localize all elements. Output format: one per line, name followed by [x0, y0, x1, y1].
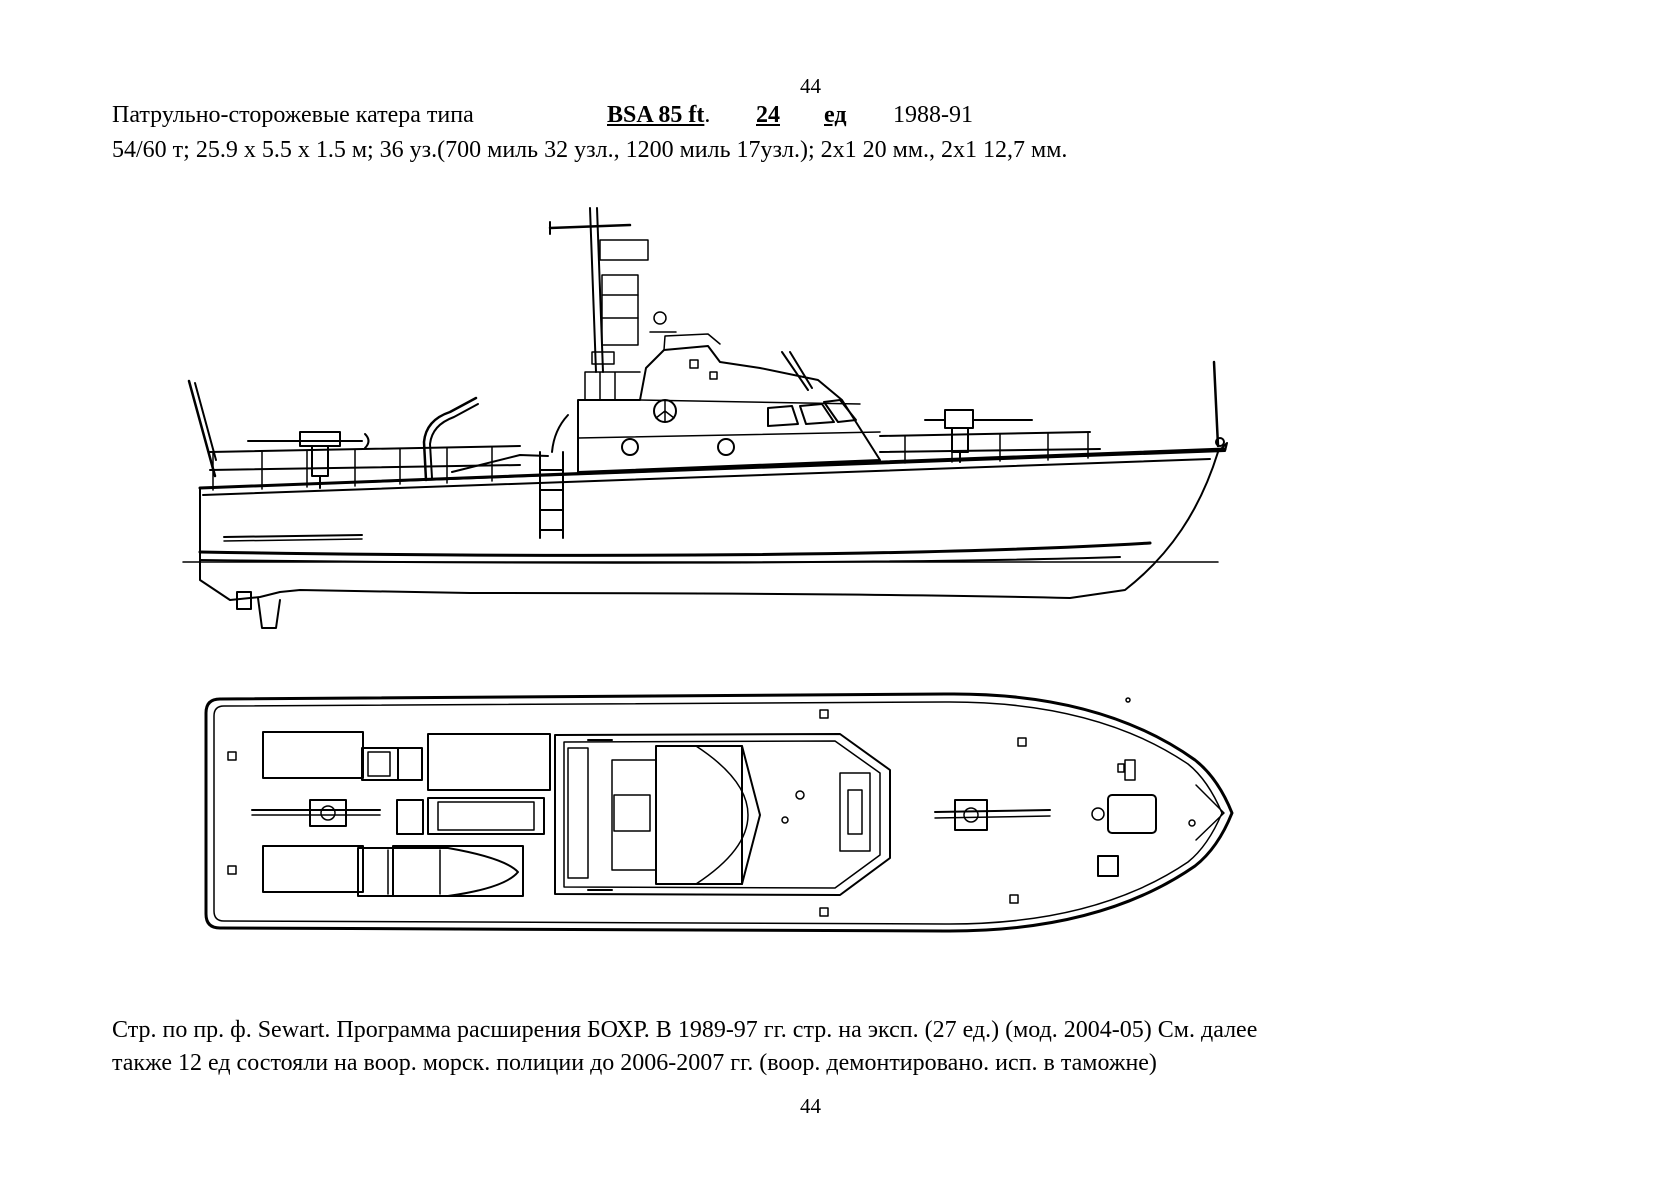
forward-gun-plan — [935, 800, 1050, 830]
bridge-window — [768, 406, 798, 426]
header-type-label: Патрульно-сторожевые катера типа — [112, 102, 474, 128]
forward-gun-mount — [925, 410, 1032, 462]
aft-hatch — [263, 732, 363, 778]
mid-hatch — [393, 846, 523, 896]
vent — [1098, 856, 1118, 876]
header-model: BSA 85 ft. — [607, 101, 710, 129]
boarding-ladder — [540, 415, 568, 538]
porthole — [718, 439, 734, 455]
aft-gun-plan — [252, 800, 380, 826]
superstructure — [578, 346, 880, 472]
footer-line-1: Стр. по пр. ф. Sewart. Программа расшире… — [112, 1017, 1258, 1043]
sheer-line — [203, 459, 1210, 495]
deck-outline — [206, 694, 1232, 931]
deck-boat — [452, 455, 548, 472]
skeg — [258, 598, 280, 628]
rubbing-strake — [224, 535, 362, 537]
superstructure-plan — [555, 734, 890, 895]
deck-edge — [200, 449, 1225, 488]
boot-top-stripe — [200, 543, 1150, 555]
page-number-bottom: 44 — [800, 1094, 821, 1118]
header-count: 24 — [756, 102, 780, 128]
bridge-window — [800, 404, 834, 424]
page-number-top: 44 — [800, 74, 821, 98]
mid-hatch — [428, 734, 550, 790]
bridge-window — [824, 400, 856, 422]
bollards — [228, 710, 1026, 916]
forward-hatch — [1108, 795, 1156, 833]
header-model-name: BSA 85 ft — [607, 102, 705, 128]
forward-railing — [880, 432, 1100, 452]
hull-outline — [200, 443, 1227, 600]
plan-view-drawing — [206, 694, 1232, 931]
locker — [397, 800, 423, 834]
mast — [550, 208, 676, 372]
header-model-suffix: . — [704, 102, 711, 128]
side-profile-drawing — [183, 208, 1227, 628]
rudder — [237, 592, 251, 609]
aft-gun-mount — [248, 432, 369, 488]
header-unit: ед — [824, 102, 847, 128]
footer-line-2: также 12 ед состояли на воор. морск. пол… — [112, 1050, 1157, 1076]
davit — [424, 398, 476, 480]
stern-flagpole — [189, 381, 215, 476]
boot-top-lower — [200, 557, 1120, 563]
header-years: 1988-91 — [893, 102, 973, 128]
specs-line: 54/60 т; 25.9 x 5.5 x 1.5 м; 36 уз.(700 … — [112, 137, 1068, 163]
small-boat — [358, 848, 518, 896]
porthole — [622, 439, 638, 455]
bow-jackstaff — [1214, 362, 1218, 446]
aft-hatch — [263, 846, 363, 892]
mid-hatch — [428, 798, 544, 834]
